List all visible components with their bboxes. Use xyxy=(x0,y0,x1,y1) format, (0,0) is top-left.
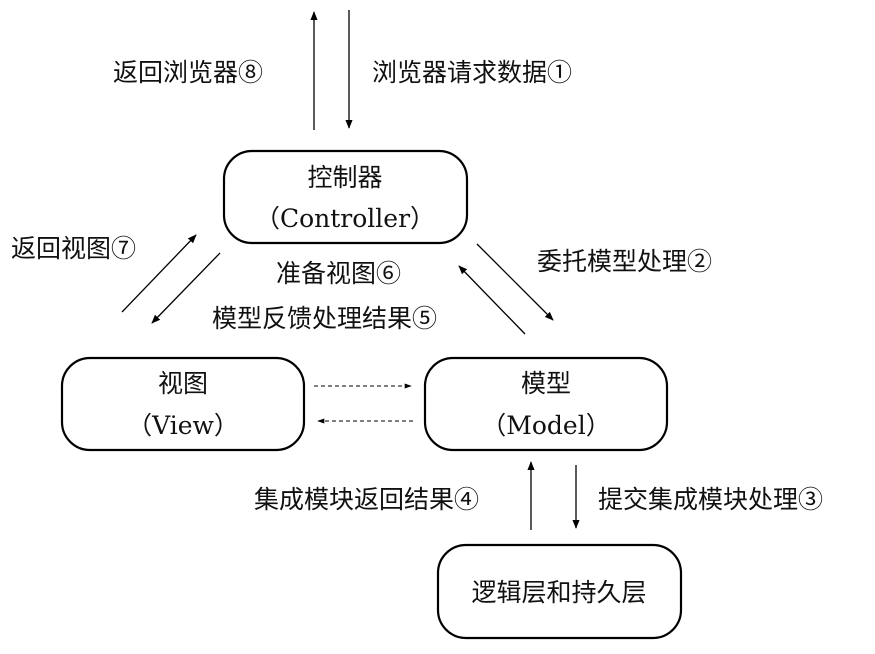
label-return-view: 返回视图⑦ xyxy=(11,234,136,263)
label-return-browser: 返回浏览器⑧ xyxy=(113,58,263,87)
controller-subtitle: （Controller） xyxy=(255,204,435,233)
view-box xyxy=(60,356,306,452)
arrow-delegate-model xyxy=(476,243,554,321)
view-title: 视图 xyxy=(158,369,208,398)
persistence-title: 逻辑层和持久层 xyxy=(471,578,646,607)
arrow-prepare-view xyxy=(151,252,221,324)
persistence-box xyxy=(436,543,683,640)
label-delegate-model: 委托模型处理② xyxy=(537,247,712,276)
controller-title: 控制器 xyxy=(307,163,382,192)
arrow-model-feedback xyxy=(458,265,526,335)
arrow-return-view xyxy=(121,234,197,313)
controller-box xyxy=(222,149,469,245)
label-module-result: 集成模块返回结果④ xyxy=(254,485,479,514)
label-submit-module: 提交集成模块处理③ xyxy=(598,485,823,514)
model-subtitle: （Model） xyxy=(481,411,610,440)
label-browser-request: 浏览器请求数据① xyxy=(372,58,572,87)
label-prepare-view: 准备视图⑥ xyxy=(276,259,401,288)
view-subtitle: （View） xyxy=(127,411,239,440)
label-model-feedback: 模型反馈处理结果⑤ xyxy=(212,304,437,333)
model-title: 模型 xyxy=(521,369,571,398)
model-box xyxy=(423,356,669,452)
